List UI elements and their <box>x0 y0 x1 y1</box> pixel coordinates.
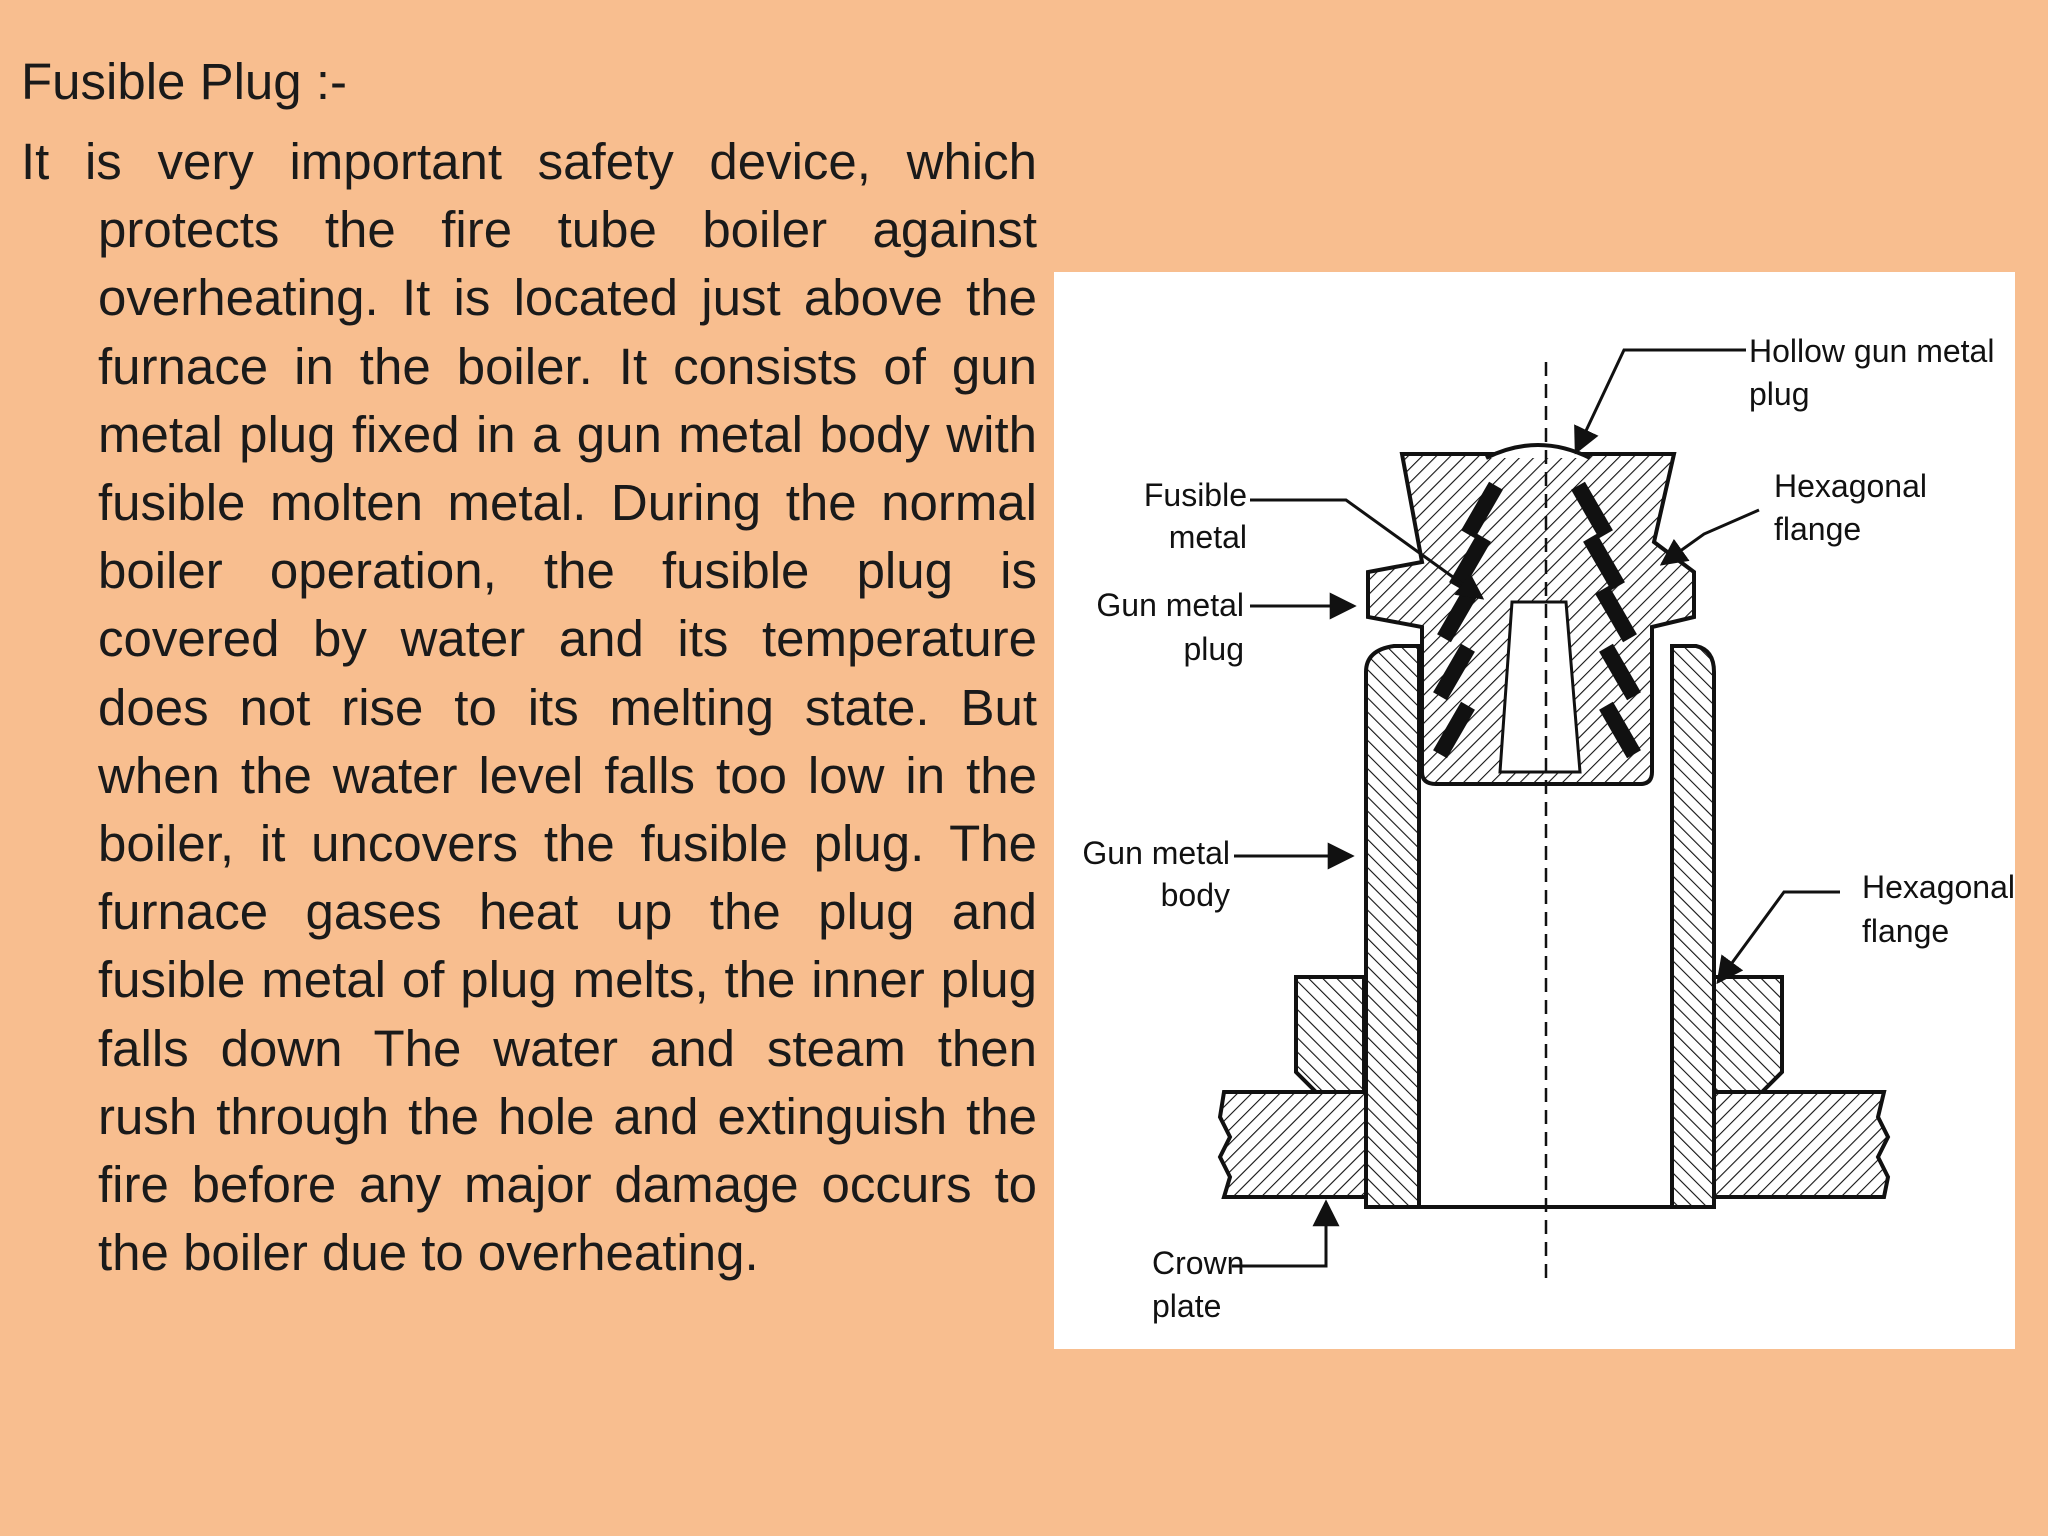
label-gun-metal-plug-1: Gun metal <box>1096 587 1244 623</box>
lower-hexagonal-flange <box>1294 975 1784 1094</box>
crown-plate-right <box>1712 1090 1891 1199</box>
fusible-plug-diagram: Hollow gun metal plug Hexagonal flange F… <box>1054 272 2015 1349</box>
label-hollow-gun-metal-plug-1: Hollow gun metal <box>1749 333 1994 369</box>
label-fusible-metal-2: metal <box>1169 519 1247 555</box>
label-hexagonal-flange-right-1: Hexagonal <box>1862 869 2015 905</box>
label-gun-metal-body-2: body <box>1161 877 1230 913</box>
label-hexagonal-flange-right-2: flange <box>1862 913 1949 949</box>
label-hexagonal-flange-top-2: flange <box>1774 511 1861 547</box>
fusible-metal <box>1433 481 1641 759</box>
label-fusible-metal-1: Fusible <box>1144 477 1247 513</box>
label-gun-metal-body-1: Gun metal <box>1082 835 1230 871</box>
label-gun-metal-plug-2: plug <box>1184 631 1245 667</box>
label-hollow-gun-metal-plug-2: plug <box>1749 376 1810 412</box>
hollow-gun-metal-plug <box>1366 443 1696 786</box>
slide-title: Fusible Plug :- <box>21 53 347 110</box>
label-crown-plate-1: Crown <box>1152 1245 1244 1281</box>
gun-metal-body <box>1364 644 1716 1209</box>
label-crown-plate-2: plate <box>1152 1288 1221 1324</box>
body-paragraph: It is very important safety device, whic… <box>21 133 1037 1282</box>
label-hexagonal-flange-top-1: Hexagonal <box>1774 468 1927 504</box>
leader-lines <box>1232 348 1840 1268</box>
